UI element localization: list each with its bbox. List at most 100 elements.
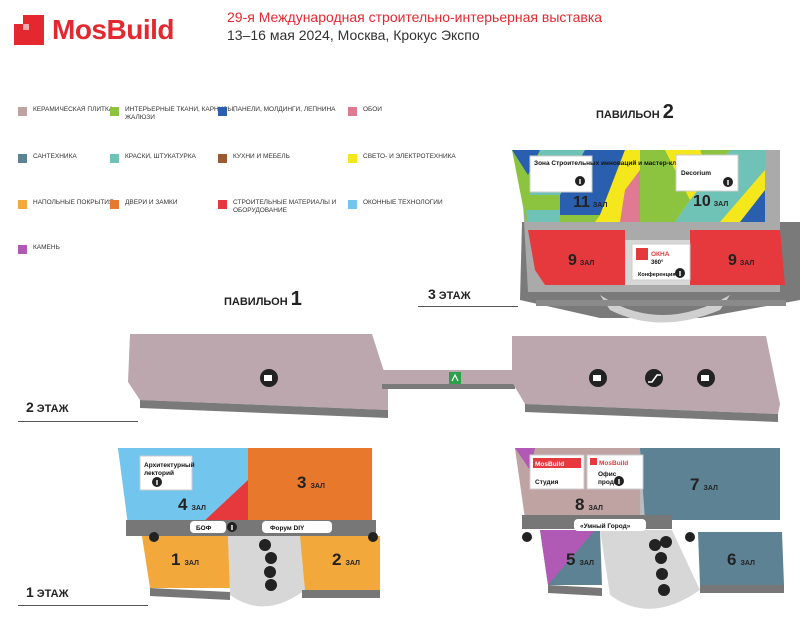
okna-sub: 360° xyxy=(651,260,664,266)
escalator-icon[interactable] xyxy=(655,552,667,564)
toilet-icon[interactable] xyxy=(649,539,661,551)
escalator-icon[interactable] xyxy=(645,369,663,387)
legend-label: КУХНИ И МЕБЕЛЬ xyxy=(233,153,290,160)
atrium-edge xyxy=(600,295,730,323)
legend-item: ИНТЕРЬЕРНЫЕ ТКАНИ, КАРНИЗЫ, ЖАЛЮЗИ xyxy=(110,106,235,122)
bof-label: БОФ xyxy=(196,525,212,532)
info-icon[interactable] xyxy=(675,268,685,278)
legend-item: ОБОИ xyxy=(348,106,473,116)
decorium-label: Decorium xyxy=(681,170,711,177)
hall-9-right xyxy=(690,230,785,285)
legend-item: СТРОИТЕЛЬНЫЕ МАТЕРИАЛЫ И ОБОРУДОВАНИЕ xyxy=(218,199,343,215)
studio-label: Студия xyxy=(535,479,559,486)
legend-item: ДВЕРИ И ЗАМКИ xyxy=(110,199,235,209)
cafe-icon[interactable] xyxy=(697,369,715,387)
legend-swatch xyxy=(348,200,357,209)
exhibition-dates: 13–16 мая 2024, Москва, Крокус Экспо xyxy=(227,27,480,43)
sales-brand: MosBuild xyxy=(599,460,628,467)
restaurant-icon[interactable] xyxy=(522,532,532,542)
legend-swatch xyxy=(110,200,119,209)
legend-item: КРАСКИ, ШТУКАТУРКА xyxy=(110,153,235,163)
conference-label: Конференция xyxy=(638,271,676,278)
restaurant-icon[interactable] xyxy=(658,584,670,596)
exit-icon[interactable] xyxy=(449,372,461,384)
legend-item: НАПОЛЬНЫЕ ПОКРЫТИЯ xyxy=(18,199,143,209)
smart-city-label: «Умный Город» xyxy=(580,522,631,530)
exhibition-title: 29-я Международная строительно-интерьерн… xyxy=(227,9,603,25)
legend-label: ОКОННЫЕ ТЕХНОЛОГИИ xyxy=(363,199,443,206)
escalator-icon[interactable] xyxy=(264,566,276,578)
pavilion-2-floor-3: Зона Строительных инноваций и мастер-кла… xyxy=(512,150,800,323)
sales-line2: продаж xyxy=(598,479,623,486)
legend-label: ДВЕРИ И ЗАМКИ xyxy=(125,199,178,206)
bof-pill[interactable]: БОФ xyxy=(190,521,226,533)
sales-line1: Офис xyxy=(598,471,617,478)
first-aid-icon[interactable] xyxy=(265,552,277,564)
first-aid-icon[interactable] xyxy=(660,536,672,548)
legend-swatch xyxy=(18,154,27,163)
legend-label: ПАНЕЛИ, МОЛДИНГИ, ЛЕПНИНА xyxy=(233,106,336,113)
zone-card[interactable]: Зона Строительных инноваций и мастер-кла… xyxy=(529,155,695,193)
legend-swatch xyxy=(18,200,27,209)
legend-swatch xyxy=(18,107,27,116)
legend-label: СТРОИТЕЛЬНЫЕ МАТЕРИАЛЫ И ОБОРУДОВАНИЕ xyxy=(233,199,337,214)
corridor xyxy=(126,520,376,536)
toilet-icon[interactable] xyxy=(259,539,271,551)
legend-item: ОКОННЫЕ ТЕХНОЛОГИИ xyxy=(348,199,473,209)
legend-label: СВЕТО- И ЭЛЕКТРОТЕХНИКА xyxy=(363,153,456,160)
logo-mark xyxy=(14,15,44,45)
legend-swatch xyxy=(218,154,227,163)
cafe-icon[interactable] xyxy=(589,369,607,387)
legend-swatch xyxy=(218,107,227,116)
smart-city-pill[interactable]: «Умный Город» xyxy=(574,519,646,531)
legend-item: КЕРАМИЧЕСКАЯ ПЛИТКА xyxy=(18,106,143,116)
cafe-icon[interactable] xyxy=(265,579,277,591)
floor-2-line xyxy=(18,421,138,422)
legend-label: ОБОИ xyxy=(363,106,382,113)
legend-label: КРАСКИ, ШТУКАТУРКА xyxy=(125,153,196,160)
logo-text: MosBuild xyxy=(52,14,175,45)
restaurant-icon[interactable] xyxy=(149,532,159,542)
cafe-icon[interactable] xyxy=(656,568,668,580)
legend-label: ИНТЕРЬЕРНЫЕ ТКАНИ, КАРНИЗЫ, ЖАЛЮЗИ xyxy=(125,106,235,121)
hall-1 xyxy=(142,536,230,588)
okna-brand: ОКНА xyxy=(651,251,670,258)
legend-item: КАМЕНЬ xyxy=(18,244,143,254)
forum-diy-pill[interactable]: Форум DIY xyxy=(262,521,332,533)
info-icon[interactable] xyxy=(227,522,237,532)
studio-card[interactable]: MosBuild Студия xyxy=(529,454,585,490)
restaurant-icon[interactable] xyxy=(685,532,695,542)
legend-label: КАМЕНЬ xyxy=(33,244,60,251)
hall-9-left xyxy=(528,230,625,285)
legend-swatch xyxy=(218,200,227,209)
legend-item: ПАНЕЛИ, МОЛДИНГИ, ЛЕПНИНА xyxy=(218,106,343,116)
restaurant-icon[interactable] xyxy=(368,532,378,542)
pavilion-1-floor-2 xyxy=(128,334,515,418)
hall-6 xyxy=(698,532,784,585)
logo: MosBuild xyxy=(14,14,175,46)
cafe-icon[interactable] xyxy=(260,369,278,387)
info-icon[interactable] xyxy=(152,477,162,487)
legend-item: КУХНИ И МЕБЕЛЬ xyxy=(218,153,343,163)
decorium-card[interactable]: Decorium xyxy=(675,154,739,192)
forum-diy-label: Форум DIY xyxy=(270,525,305,532)
studio-brand: MosBuild xyxy=(535,461,564,468)
info-icon[interactable] xyxy=(723,177,733,187)
legend-label: КЕРАМИЧЕСКАЯ ПЛИТКА xyxy=(33,106,114,113)
atrium-p2-floor-1 xyxy=(600,530,700,609)
info-icon[interactable] xyxy=(575,176,585,186)
arch-lecture-card[interactable]: Архитектурный лекторий xyxy=(139,455,195,491)
info-icon[interactable] xyxy=(614,476,624,486)
